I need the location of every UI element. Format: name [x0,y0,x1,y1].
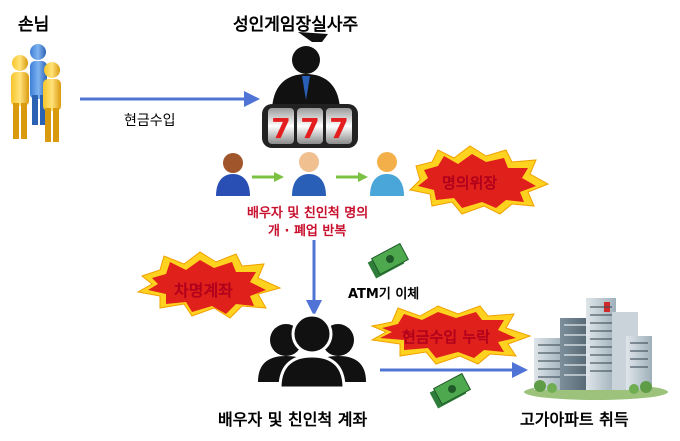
repeat-label-line1: 배우자 및 친인척 명의 [247,206,369,221]
arrow-down [306,240,322,316]
repeat-label-line2: 개 · 폐업 반복 [268,224,347,239]
apartment-label: 고가아파트 취득 [520,410,629,429]
arrow-green-1 [252,172,284,182]
customer-label: 손님 [18,15,50,35]
owner-label: 성인게임장실사주 [233,15,359,35]
relatives-account-label: 배우자 및 친인척 계좌 [218,410,368,429]
burst-shape [148,260,266,314]
arrow-green-2 [336,172,368,182]
burst-shape [418,154,536,208]
name-disguise-label: 명의위장 [442,174,498,192]
svg-text:7: 7 [271,112,290,145]
silhouette-group-icon [258,313,366,390]
arrow-to-apartment [380,362,528,378]
people-icon [11,44,61,142]
person-icon [216,153,250,196]
burst-shape [380,312,516,358]
money-icon [429,372,472,409]
atm-transfer-label: ATM기 이체 [348,287,420,302]
cash-income-label: 현금수입 [124,113,176,129]
arrow-cash-income [80,91,260,107]
person-icon [292,152,326,196]
svg-text:7: 7 [300,112,319,145]
person-icon [370,152,404,196]
slot-machine-icon: 7 7 7 [262,104,358,148]
svg-text:7: 7 [329,112,348,145]
apartment-icon [524,298,668,400]
money-icon [367,242,410,279]
gambler-icon [272,32,340,112]
cash-omission-label: 현금수입 누락 [402,328,491,346]
borrowed-account-label: 차명계좌 [174,281,233,300]
